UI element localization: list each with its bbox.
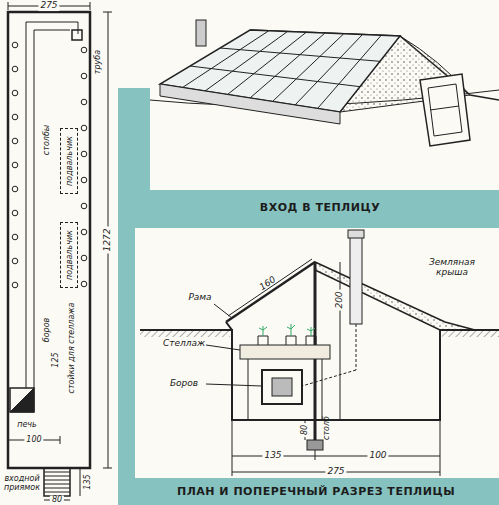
part-label: Стеллаж [163, 339, 205, 349]
dimension: 275 [38, 1, 59, 11]
dimension: 100 [24, 436, 43, 445]
dimension: 100 [367, 451, 388, 461]
dimension: 135 [84, 474, 93, 489]
dimension: 135 [262, 451, 283, 461]
caption: ПЛАН И ПОПЕРЕЧНЫЙ РАЗРЕЗ ТЕПЛИЦЫ [177, 486, 455, 498]
dimension: 80 [301, 423, 310, 437]
part-label: входной приямок [2, 475, 42, 493]
dimension: 80 [50, 496, 64, 505]
dimension: 275 [325, 467, 346, 477]
part-label: стойки для стеллажа [68, 303, 77, 394]
part-label: печь [17, 421, 37, 430]
part-label: столб [323, 416, 332, 440]
part-label: столбы [43, 125, 52, 155]
part-label: боров [43, 318, 52, 343]
view-title: ВХОД В ТЕПЛИЦУ [260, 202, 380, 214]
part-label: труба [94, 50, 103, 74]
dimension: 1272 [103, 227, 113, 254]
cellar-label: подвальчик [65, 230, 74, 280]
cellar-label: подвальчик [65, 136, 74, 186]
cellar-box: подвальчик [60, 128, 78, 194]
dimension: 125 [52, 352, 61, 367]
part-label: Рама [188, 293, 211, 303]
dimension: 200 [335, 289, 345, 310]
part-label: Боров [170, 379, 198, 389]
part-label: Земляная крыша [417, 258, 487, 278]
cellar-box: подвальчик [60, 222, 78, 288]
